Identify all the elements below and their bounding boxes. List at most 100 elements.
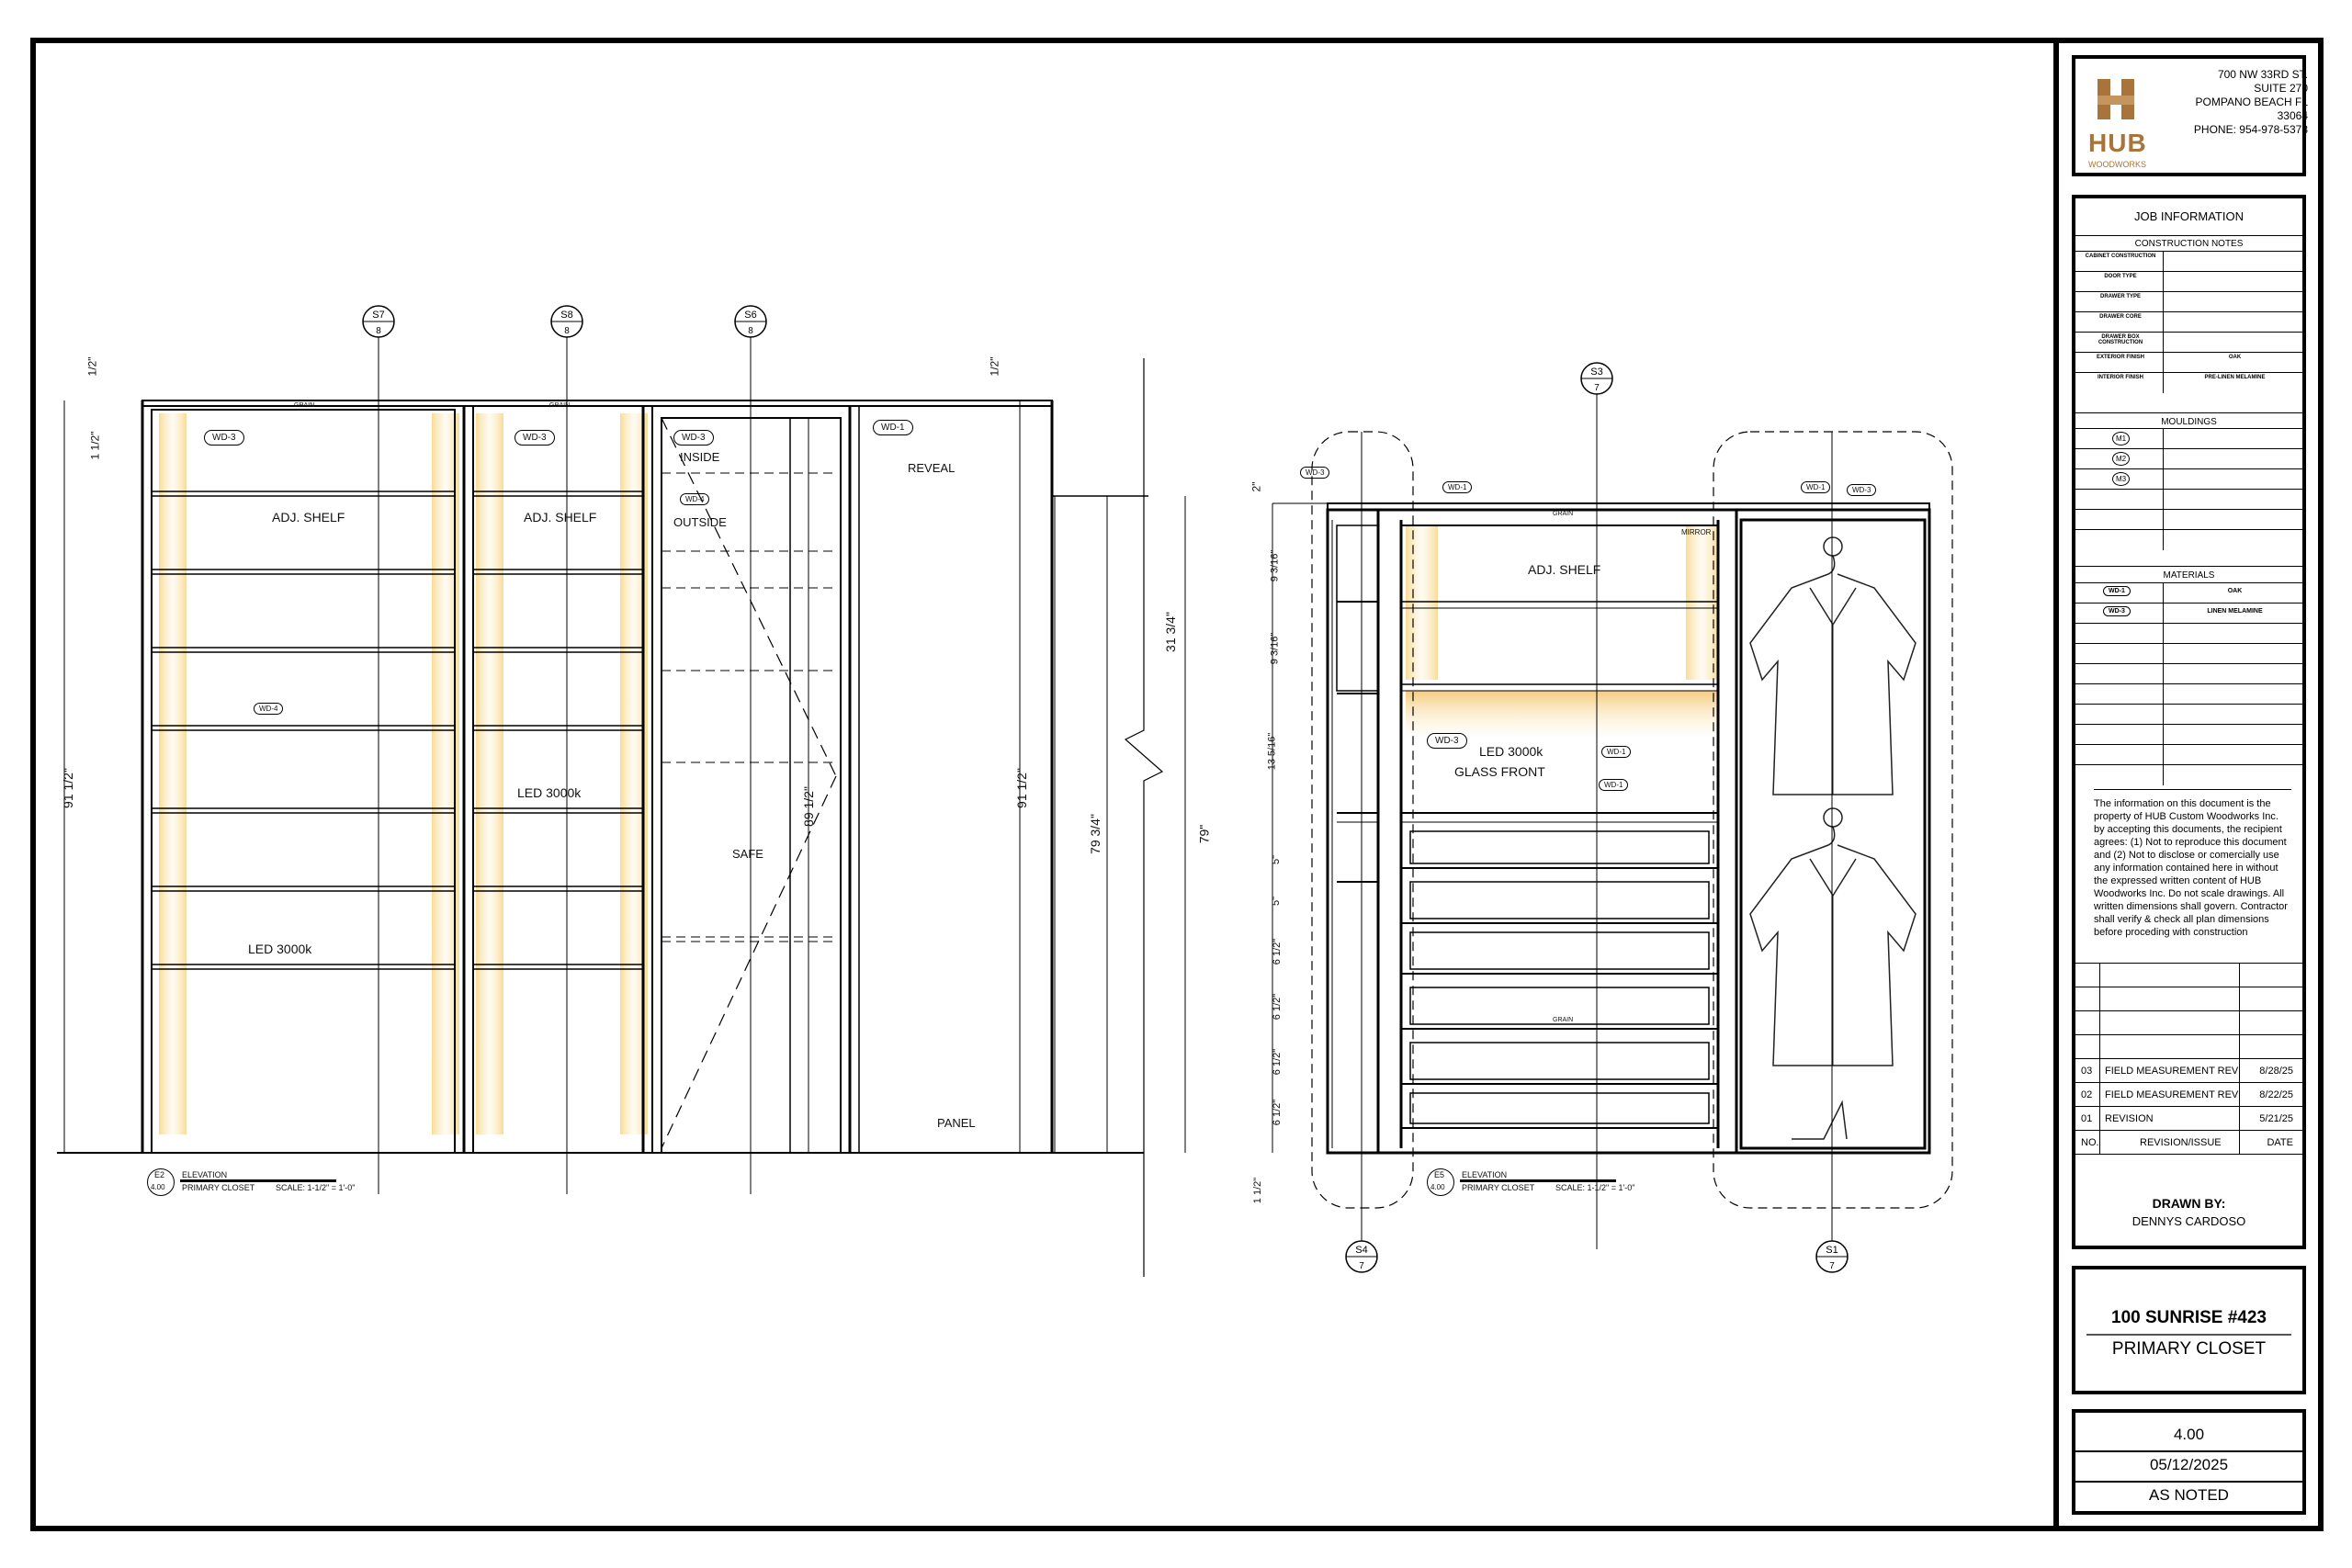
dim-6-c: 6 1/2" xyxy=(1272,1048,1283,1076)
adj-shelf-line xyxy=(151,807,456,814)
hub-logo xyxy=(2088,72,2143,127)
adj-shelf-line xyxy=(472,807,644,814)
sheet-info-box: 4.00 05/12/2025 AS NOTED xyxy=(2072,1409,2306,1515)
label-grain-1: GRAIN xyxy=(294,402,315,409)
dim-half-3: 1 1/2" xyxy=(88,431,102,460)
label-grain-2: GRAIN xyxy=(549,402,571,409)
label-mirror: MIRROR xyxy=(1681,528,1712,536)
project-box: 100 SUNRISE #423 PRIMARY CLOSET xyxy=(2072,1266,2306,1394)
material-row xyxy=(2075,643,2302,664)
tag-wd3-6: WD-3 xyxy=(1847,484,1877,496)
dim-5-b: 5" xyxy=(1271,896,1283,907)
label-grain-4: GRAIN xyxy=(1553,1017,1574,1023)
svg-text:S1: S1 xyxy=(1826,1245,1838,1256)
svg-text:S8: S8 xyxy=(560,310,572,321)
drawer-front xyxy=(1409,931,1710,970)
dim-31: 31 3/4" xyxy=(1162,612,1178,652)
adj-shelf-line xyxy=(151,886,456,892)
logo-text: HUB xyxy=(2088,129,2147,157)
revision-row xyxy=(2075,1034,2302,1059)
svg-text:8: 8 xyxy=(564,326,570,336)
sheet-border xyxy=(30,38,2324,1531)
dim-5-a: 5" xyxy=(1271,854,1283,865)
drawer-front xyxy=(1409,1092,1710,1124)
tag-wd1-1: WD-1 xyxy=(873,420,913,435)
shirt-illustration xyxy=(1749,536,1917,1140)
dim-91-left: 91 1/2" xyxy=(60,768,75,808)
dim-13: 13 5/16" xyxy=(1266,732,1278,771)
tag-wd3-2: WD-3 xyxy=(514,430,555,446)
job-field-row: CABINET CONSTRUCTION xyxy=(2075,251,2302,272)
sheet-title: PRIMARY CLOSET xyxy=(2111,1339,2267,1359)
dim-79-3: 79 3/4" xyxy=(1087,814,1102,854)
moulding-row xyxy=(2075,529,2302,550)
tag-wd3-5: WD-3 xyxy=(1300,467,1330,479)
tag-wd1-2: WD-1 xyxy=(1442,481,1473,493)
svg-text:7: 7 xyxy=(1829,1261,1835,1271)
tag-wd3-4: WD-3 xyxy=(1427,733,1467,749)
project-name: 100 SUNRISE #423 xyxy=(2111,1308,2267,1327)
tag-wd3-1: WD-3 xyxy=(204,430,244,446)
svg-text:S4: S4 xyxy=(1355,1245,1367,1256)
dim-2: 2" xyxy=(1250,481,1263,492)
dim-half-2: 1/2" xyxy=(988,356,1001,377)
left-elevation xyxy=(57,358,1164,1277)
logo-sub: WOODWORKS xyxy=(2088,160,2146,169)
section-marker-s4: S47 xyxy=(1345,432,1378,1273)
svg-text:S3: S3 xyxy=(1590,367,1602,378)
material-row xyxy=(2075,683,2302,705)
tag-wd4-1: WD-4 xyxy=(254,703,284,715)
label-led-3: LED 3000k xyxy=(1479,744,1544,759)
logo-box: HUB WOODWORKS 700 NW 33RD ST. SUITE 270 … xyxy=(2072,55,2308,176)
tag-wd4-2: WD-4 xyxy=(680,493,710,505)
dim-6-b: 6 1/2" xyxy=(1272,993,1283,1021)
disclaimer: The information on this document is the … xyxy=(2094,789,2291,939)
adj-shelf-line xyxy=(151,725,456,731)
job-field-row: DRAWER BOX CONSTRUCTION xyxy=(2075,332,2302,353)
material-row xyxy=(2075,623,2302,644)
dim-9-b: 9 3/16" xyxy=(1269,632,1281,665)
job-field-row: DRAWER TYPE xyxy=(2075,291,2302,312)
material-row xyxy=(2075,724,2302,745)
revision-row xyxy=(2075,987,2302,1011)
dimension-lines xyxy=(63,400,1273,1153)
drawer-front xyxy=(1409,1042,1710,1080)
svg-text:7: 7 xyxy=(1594,383,1600,393)
label-safe: SAFE xyxy=(732,847,763,861)
moulding-row: M2 xyxy=(2075,448,2302,469)
material-row xyxy=(2075,663,2302,684)
adj-shelf-line xyxy=(151,491,456,497)
right-drawers xyxy=(1401,830,1718,1129)
material-row xyxy=(2075,704,2302,725)
label-reveal: REVEAL xyxy=(908,461,956,475)
adj-shelf-line xyxy=(472,725,644,731)
svg-text:8: 8 xyxy=(748,326,753,336)
left-shelves xyxy=(151,472,836,970)
mouldings-title: MOULDINGS xyxy=(2075,412,2302,427)
section-marker-s3: S3 7 xyxy=(1580,362,1613,1249)
construction-notes-title: CONSTRUCTION NOTES xyxy=(2075,235,2302,249)
moulding-row: M3 xyxy=(2075,468,2302,490)
dim-6-d: 6 1/2" xyxy=(1272,1099,1283,1126)
dim-91-right: 91 1/2" xyxy=(1013,768,1029,808)
adj-shelf-line xyxy=(151,964,456,970)
svg-text:S7: S7 xyxy=(372,310,384,321)
dim-9-a: 9 3/16" xyxy=(1269,549,1281,582)
section-marker-s1: S1 7 xyxy=(1815,432,1849,1273)
adj-shelf-line xyxy=(472,491,644,497)
sheet-number: 4.00 xyxy=(2173,1426,2205,1443)
label-adj-shelf-3: ADJ. SHELF xyxy=(1528,562,1601,577)
label-inside: INSIDE xyxy=(680,450,720,464)
dim-6-a: 6 1/2" xyxy=(1272,938,1283,965)
section-marker-s6: S68 xyxy=(734,305,767,1194)
material-row xyxy=(2075,764,2302,785)
